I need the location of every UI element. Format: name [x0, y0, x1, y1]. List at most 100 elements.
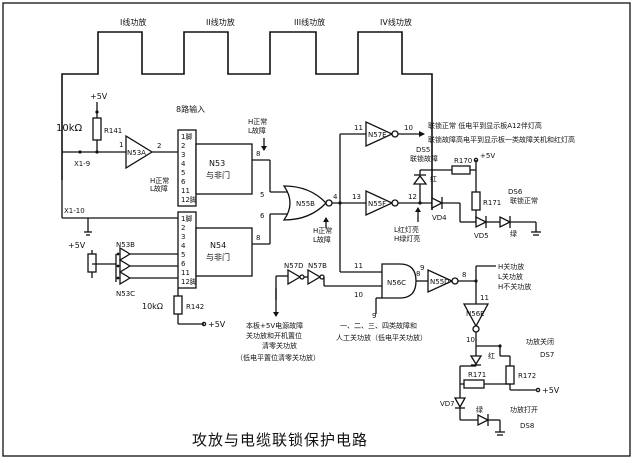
or-gate-name: N55B: [296, 200, 315, 208]
ds7-name: DS7: [540, 351, 554, 359]
gate-n54-pin-6: 6: [181, 260, 186, 268]
ds7-label: 功放关闭: [526, 337, 554, 346]
n55d-pin-out: 8: [462, 271, 466, 279]
gate-n53-pin-6: 6: [181, 178, 186, 186]
r142-name: R142: [186, 303, 204, 311]
ds6-name: DS6: [508, 188, 523, 196]
gate-n53-pin-8: 12脚: [181, 195, 197, 204]
r142-value: 10kΩ: [142, 302, 163, 311]
gate-n54-pin-3: 3: [181, 233, 185, 241]
n53a-out-text-2: L故障: [150, 184, 168, 193]
resistor-r171: [471, 191, 481, 211]
note-left-2: 关功放和开机置位: [246, 331, 302, 340]
n56c-name: N56C: [387, 279, 406, 287]
vcc-label-left: +5V: [68, 241, 86, 250]
ds8-color: 绿: [476, 405, 483, 414]
buffer-n55d: [427, 268, 454, 294]
gate-n53-name: N53: [209, 159, 225, 168]
n55f-pin-in: 13: [352, 193, 361, 201]
vd4-name: VD4: [432, 214, 447, 222]
note-left-3: 清零关功放: [262, 341, 297, 350]
diode-vd7: [453, 397, 467, 409]
r171-bottom-name: R171: [468, 371, 486, 379]
power-text-3: H不关功放: [498, 282, 531, 291]
n53a-pin-out: 2: [157, 142, 161, 150]
led-ds7: [469, 355, 483, 366]
n55d-pin-in: 9: [420, 264, 424, 272]
n53a-out-text-1: H正常: [150, 176, 169, 185]
gate-n53-pin-4: 4: [181, 160, 186, 168]
x-top-label: X1-9: [74, 160, 90, 168]
diode-vd4: [431, 196, 444, 210]
n57e-pin-in: 11: [354, 124, 363, 132]
n53c-name: N53C: [116, 290, 135, 298]
x-bottom-label: X1-10: [64, 207, 85, 215]
n53a-pin-in: 1: [119, 141, 123, 149]
ds5-name: DS5: [416, 146, 430, 154]
r171-name: R171: [483, 199, 501, 207]
buffer-n53c: [119, 270, 132, 286]
vd5-name: VD5: [474, 232, 489, 240]
or-gate-n55b: [282, 185, 327, 221]
gate-n53-pin-1: 1脚: [181, 132, 192, 141]
gate-n54-pin-8: 12脚: [181, 277, 197, 286]
vcc-label-top: +5V: [90, 92, 108, 101]
gate-n54-pin-2: 2: [181, 224, 185, 232]
gate-n53-pin-5: 5: [181, 169, 185, 177]
gate-n54: [195, 227, 253, 277]
power-text-2: L关功放: [498, 272, 523, 281]
buffer-n55f: [365, 189, 394, 217]
ds6-label: 联锁正常: [510, 196, 538, 205]
n56c-pin-a: 11: [354, 262, 363, 270]
pulse-label-4: IV线功放: [380, 17, 412, 27]
gate-n53-out-text-1: H正常: [248, 117, 267, 126]
diagram-frame: [2, 2, 631, 457]
resistor-pullup-left: [87, 253, 97, 273]
buffer-n53a: [125, 134, 154, 170]
n55f-text-2: H绿灯亮: [394, 234, 420, 243]
led-ds8: [477, 413, 490, 427]
r170-name: R170: [454, 157, 472, 165]
n57e-label: 联锁正常 低电平到显示板A12伴灯高: [428, 121, 542, 130]
vcc-label-ds5: +5V: [480, 152, 495, 160]
gate-n53-func: 与非门: [206, 170, 230, 180]
resistor-r142: [173, 295, 183, 315]
led-ds6: [499, 215, 512, 229]
gate-n53-out-pin: 8: [256, 150, 260, 158]
n57e-name: N57E: [368, 131, 387, 139]
or-out-text-2: L故障: [313, 235, 331, 244]
gate-n53-pin-7: 11: [181, 187, 190, 195]
gate-n53: [195, 143, 253, 195]
or-out-text-1: H正常: [313, 226, 332, 235]
n55f-text-1: L红灯亮: [394, 225, 419, 234]
gate-n54-func: 与非门: [206, 252, 230, 262]
n55f-pin-out: 12: [408, 193, 417, 201]
buffer-n53x: [119, 258, 132, 274]
ds7-color: 红: [488, 351, 495, 360]
pulse-label-1: I线功放: [120, 17, 146, 27]
resistor-r170: [451, 165, 471, 175]
ds8-name: DS8: [520, 422, 534, 430]
gate-n54-pin-5: 5: [181, 251, 185, 259]
pulse-label-3: III线功放: [294, 17, 325, 27]
buffer-n53b: [119, 246, 132, 262]
or-pin-in-bottom: 6: [260, 212, 265, 220]
gate-n53-pin-2: 2: [181, 142, 185, 150]
gate-n54-name: N54: [210, 241, 226, 250]
note-left-1: 本板+5V电源故障: [246, 321, 303, 330]
buffer-n57d: [287, 268, 302, 286]
r172-name: R172: [518, 372, 536, 380]
resistor-r141: [92, 117, 102, 141]
gate-n54-out-pin: 8: [256, 234, 260, 242]
note-right-2: 人工关功放（低电平关功放）: [336, 333, 427, 342]
buffer-n57b: [307, 268, 322, 286]
gate-n53-pin-3: 3: [181, 151, 185, 159]
pulse-waveform: [61, 31, 433, 210]
note-left-4: （低电平置位清零关功放）: [236, 353, 320, 362]
r141-value: 10kΩ: [56, 123, 83, 134]
n57d-name: N57D: [284, 262, 304, 270]
led-ds5: [412, 174, 428, 185]
